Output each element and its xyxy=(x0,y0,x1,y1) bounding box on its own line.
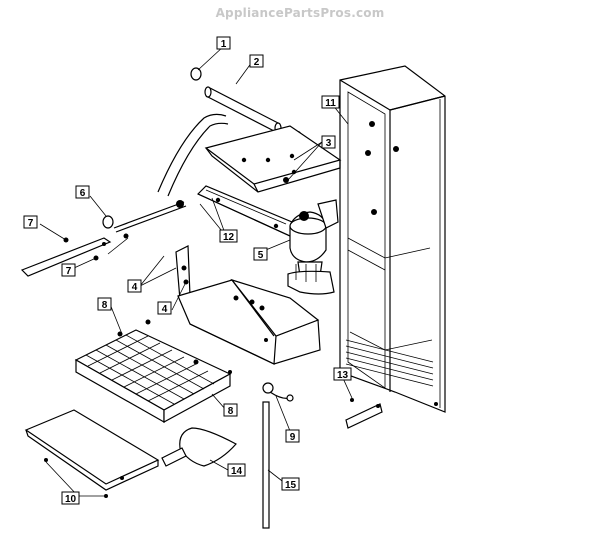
svg-text:2: 2 xyxy=(254,57,260,68)
callout-3: 3 xyxy=(321,135,336,149)
tray-part-10 xyxy=(24,409,160,498)
wire-rack-part-8 xyxy=(74,319,232,424)
svg-text:4: 4 xyxy=(132,282,138,293)
rod-part-15 xyxy=(262,401,270,529)
svg-text:5: 5 xyxy=(258,250,264,261)
callout-13: 13 xyxy=(333,367,352,381)
callout-7-top: 7 xyxy=(23,215,38,229)
cabinet-grille xyxy=(345,339,434,387)
callout-2: 2 xyxy=(249,54,264,68)
callout-12: 12 xyxy=(219,229,238,243)
callout-5: 5 xyxy=(253,247,268,261)
svg-text:15: 15 xyxy=(285,480,297,491)
callout-8-bottom: 8 xyxy=(223,403,238,417)
svg-text:11: 11 xyxy=(325,98,336,109)
callout-4-bottom: 4 xyxy=(157,301,172,315)
svg-text:4: 4 xyxy=(162,304,168,315)
callout-14: 14 xyxy=(227,463,246,477)
callout-9: 9 xyxy=(285,429,300,443)
svg-text:10: 10 xyxy=(65,494,77,505)
bracket-part-13 xyxy=(345,398,383,429)
bar-part-7 xyxy=(20,237,112,277)
evaporator-tray-part-3 xyxy=(157,113,342,197)
fill-tube-part-2 xyxy=(190,67,301,137)
svg-text:3: 3 xyxy=(326,138,332,149)
callout-4-top: 4 xyxy=(127,279,142,293)
svg-text:1: 1 xyxy=(221,39,227,50)
bin-part-4 xyxy=(175,245,321,365)
scoop-part-14 xyxy=(161,427,237,467)
svg-text:14: 14 xyxy=(231,466,243,477)
callout-8-top: 8 xyxy=(97,297,112,311)
svg-text:7: 7 xyxy=(28,218,34,229)
clamp-part-9 xyxy=(262,382,294,402)
callout-11: 11 xyxy=(321,95,340,109)
rod-part-6 xyxy=(102,200,187,255)
watermark: AppliancePartsPros.com xyxy=(215,6,385,20)
pump-part-5 xyxy=(287,199,339,295)
callout-15: 15 xyxy=(281,477,300,491)
svg-text:8: 8 xyxy=(102,300,108,311)
svg-text:7: 7 xyxy=(66,266,72,277)
svg-text:12: 12 xyxy=(223,232,235,243)
callout-1: 1 xyxy=(216,36,231,50)
callout-6: 6 xyxy=(75,185,90,199)
svg-text:6: 6 xyxy=(80,188,86,199)
svg-text:8: 8 xyxy=(228,406,234,417)
bracket-part-12 xyxy=(196,185,293,237)
callout-10: 10 xyxy=(61,491,80,505)
svg-text:9: 9 xyxy=(290,432,296,443)
callout-7-bottom: 7 xyxy=(61,263,76,277)
svg-text:13: 13 xyxy=(337,370,349,381)
cabinet-part-11 xyxy=(339,65,446,413)
